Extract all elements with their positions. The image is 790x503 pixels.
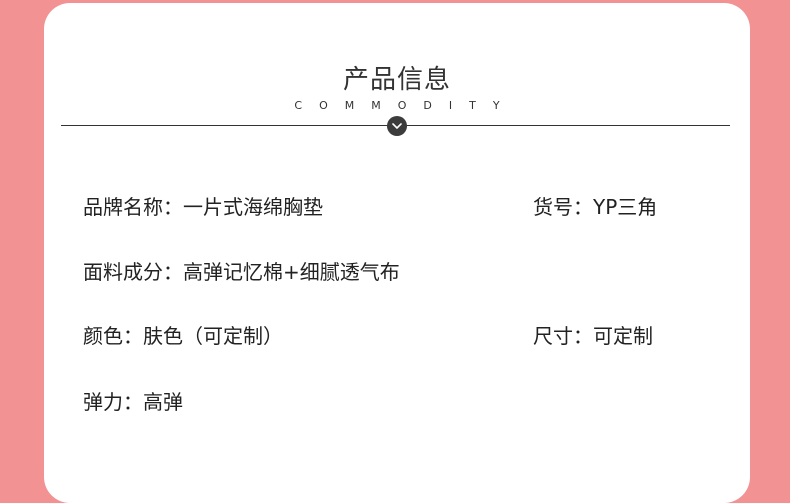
page-title: 产品信息 — [342, 65, 451, 95]
size-row: 尺寸：可定制 — [533, 324, 653, 348]
item-number-row: 货号：YP三角 — [533, 195, 658, 219]
product-info-card: 产品信息 COMMODITY 品牌名称：一片式海绵胸垫 货号：YP三角 面料成分… — [44, 3, 750, 503]
page-subtitle: COMMODITY — [294, 99, 517, 112]
color-row: 颜色：肤色（可定制） — [83, 324, 283, 348]
divider-badge — [387, 116, 407, 136]
brand-name-row: 品牌名称：一片式海绵胸垫 — [83, 195, 323, 219]
chevron-down-icon — [392, 123, 402, 129]
material-row: 面料成分：高弹记忆棉+细腻透气布 — [83, 260, 400, 284]
elasticity-row: 弹力：高弹 — [83, 390, 183, 414]
